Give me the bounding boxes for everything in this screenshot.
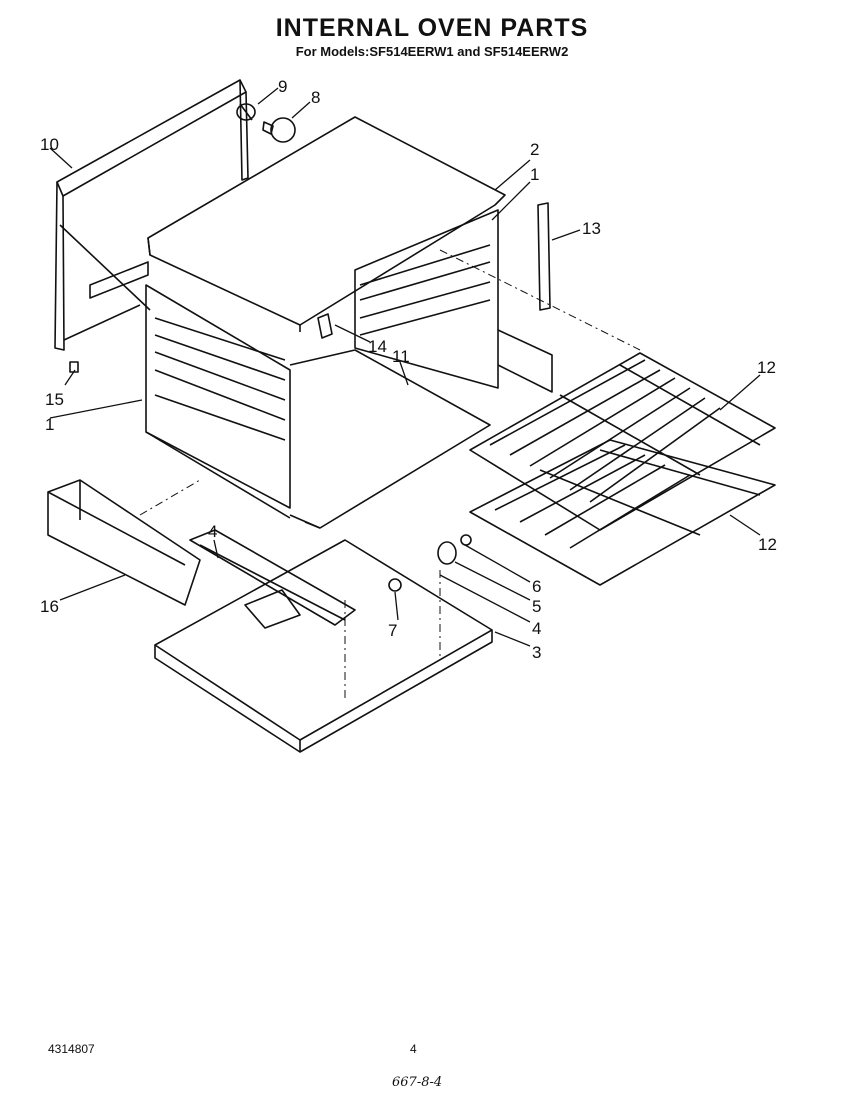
bottom-panel-part-3	[154, 539, 493, 753]
callout-4-right: 4	[532, 619, 541, 638]
page-title: INTERNAL OVEN PARTS	[275, 14, 589, 42]
model-subtitle: For Models:SF514EERW1 and SF514EERW2	[295, 44, 569, 59]
callout-12-upper: 12	[757, 358, 776, 377]
bushing-part-5	[437, 541, 457, 565]
callout-2: 2	[530, 140, 539, 159]
callout-9: 9	[278, 77, 287, 96]
oven-rack-lower-part-12	[469, 439, 776, 586]
rear-panel-part-7	[54, 79, 249, 351]
oven-liner-top	[147, 116, 506, 332]
callout-5: 5	[532, 597, 541, 616]
front-trim-part-16	[47, 479, 201, 606]
callout-6: 6	[532, 577, 541, 596]
callout-12-lower: 12	[758, 535, 777, 554]
lamp-socket-part-9	[236, 103, 256, 121]
page-number: 4	[410, 1042, 417, 1056]
callout-3: 3	[532, 643, 541, 662]
callout-1-left: 1	[45, 415, 54, 434]
clip-part-14	[317, 313, 333, 339]
callout-13: 13	[582, 219, 601, 238]
light-bulb-part-8	[262, 117, 296, 143]
callout-7: 10	[40, 135, 59, 154]
handwritten-note: 667-8-4	[392, 1075, 443, 1090]
oven-rack-upper-part-12	[469, 352, 776, 531]
nut-part-10	[388, 578, 402, 592]
oven-bottom-part-11	[289, 349, 491, 529]
callout-1-right: 1	[530, 165, 539, 184]
document-number: 4314807	[48, 1042, 95, 1056]
screw-part-6	[460, 534, 472, 546]
callout-11: 11	[392, 347, 410, 366]
callout-4-left: 4	[208, 522, 217, 541]
callout-16: 16	[40, 597, 59, 616]
callout-14: 14	[368, 337, 387, 356]
left-wall-part-1	[89, 261, 291, 519]
callout-10: 7	[388, 621, 397, 640]
bracket-part-13	[537, 202, 551, 311]
callout-8: 8	[311, 88, 320, 107]
callout-15: 15	[45, 390, 64, 409]
right-wall-part-1	[354, 209, 553, 393]
